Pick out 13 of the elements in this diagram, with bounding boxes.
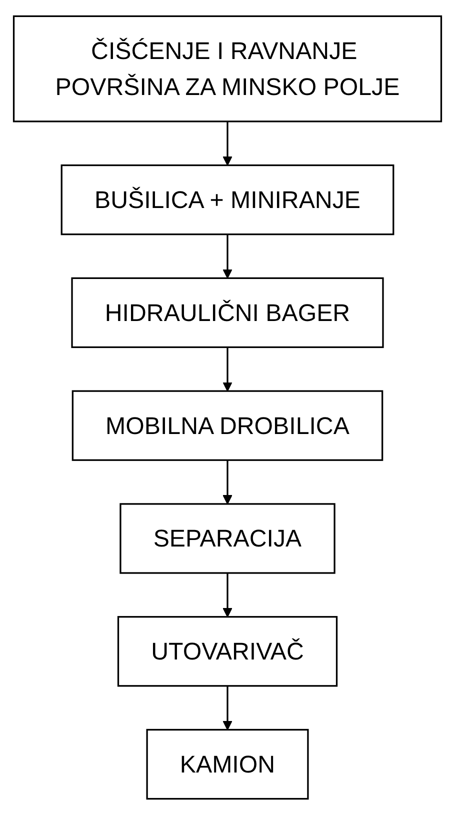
- node-box: ČIŠĆENJE I RAVNANJE POVRŠINA ZA MINSKO POLJE: [12, 15, 442, 122]
- arrow: [222, 121, 232, 166]
- arrow: [222, 686, 232, 730]
- arrow: [222, 234, 232, 279]
- node-box: SEPARACIJA: [120, 503, 336, 574]
- arrow: [222, 347, 232, 392]
- node-box: HIDRAULIČNI BAGER: [71, 277, 384, 348]
- node-box: KAMION: [146, 728, 309, 800]
- node-box: BUŠILICA + MINIRANJE: [60, 164, 394, 236]
- arrow: [222, 460, 232, 504]
- arrow: [222, 573, 232, 618]
- node-box: UTOVARIVAČ: [117, 616, 338, 687]
- node-box: MOBILNA DROBILICA: [72, 390, 384, 461]
